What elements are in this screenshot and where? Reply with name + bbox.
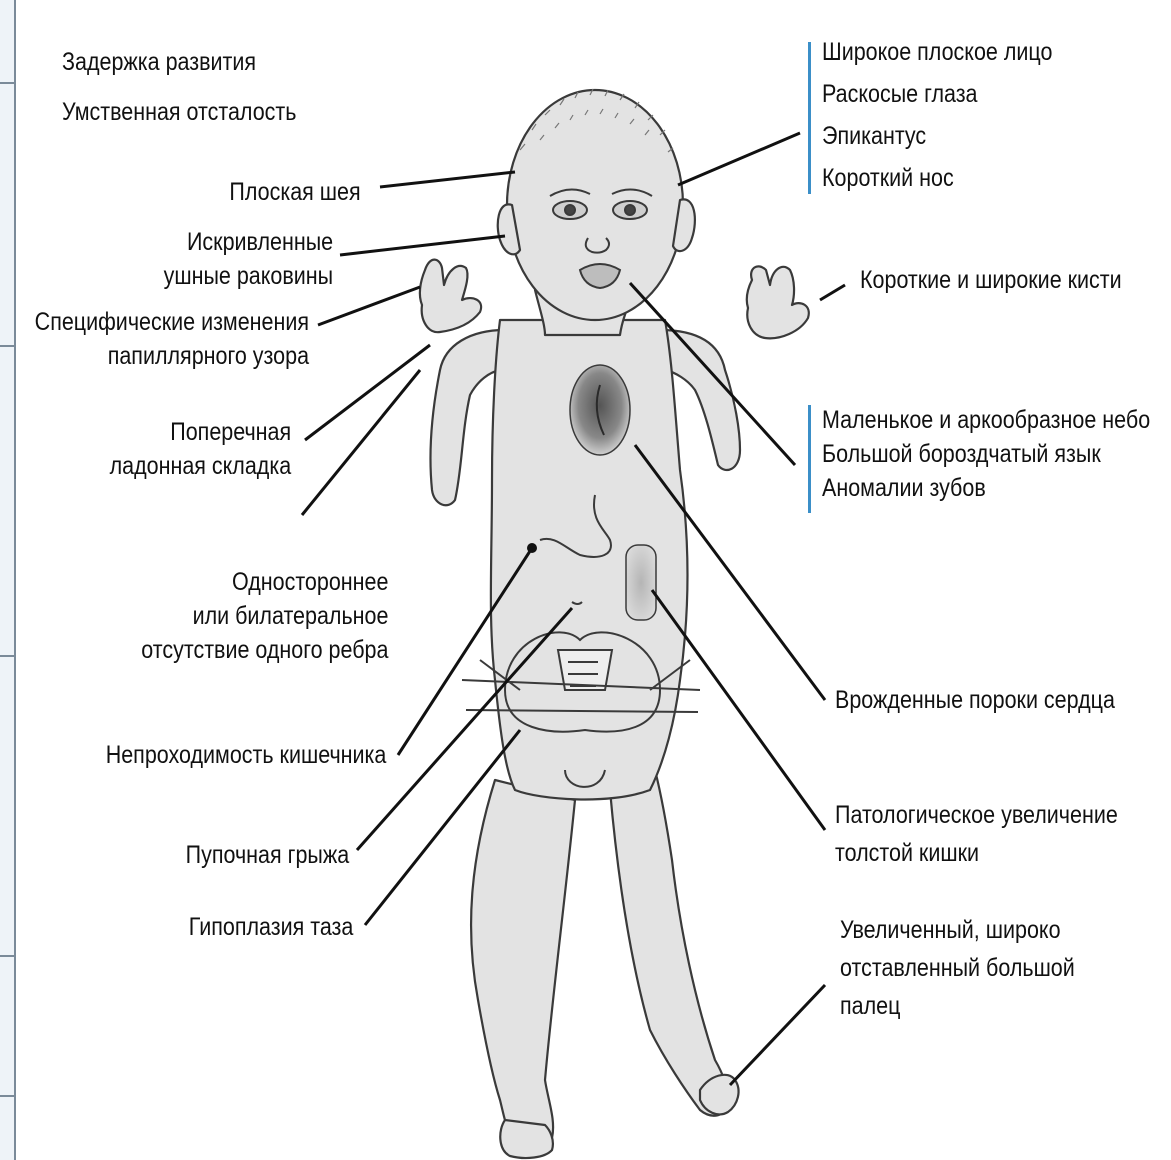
leader-toe — [730, 985, 825, 1085]
left-hand — [420, 260, 481, 333]
label-rib-line3: отсутствие одного ребра — [141, 633, 388, 667]
leader-face — [678, 133, 800, 185]
label-delay: Задержка развития — [62, 45, 256, 79]
label-flat-neck: Плоская шея — [230, 175, 361, 209]
leader-palm-pattern — [318, 287, 420, 325]
label-pelvis: Гипоплазия таза — [188, 910, 353, 944]
label-heart: Врожденные пороки сердца — [835, 683, 1115, 717]
label-ears: Искривленные ушные раковины — [163, 225, 333, 293]
leader-colon — [652, 590, 825, 830]
label-intestinal: Непроходимость кишечника — [105, 738, 386, 772]
label-mouth-line3: Аномалии зубов — [822, 471, 1150, 505]
label-crease-line2: ладонная складка — [109, 449, 291, 483]
label-palm-pattern: Специфические изменения папиллярного узо… — [35, 305, 309, 373]
infant-body — [420, 90, 809, 1158]
label-colon-line1: Патологическое увеличение — [835, 798, 1118, 832]
label-mouth: Маленькое и аркообразное небо Большой бо… — [822, 403, 1150, 505]
label-colon: Патологическое увеличение толстой кишки — [835, 798, 1118, 870]
label-colon-line2: толстой кишки — [835, 836, 1118, 870]
label-ears-line1: Искривленные — [163, 225, 333, 259]
label-face-line1: Широкое плоское лицо — [822, 35, 1052, 69]
right-leg — [610, 770, 728, 1116]
label-hands: Короткие и широкие кисти — [860, 263, 1122, 297]
label-crease: Поперечная ладонная складка — [109, 415, 291, 483]
label-mouth-line2: Большой бороздчатый язык — [822, 437, 1150, 471]
leader-ears — [340, 236, 505, 255]
label-toe-line3: палец — [840, 989, 1075, 1023]
leader-crease — [305, 345, 430, 440]
label-face-line2: Раскосые глаза — [822, 77, 1052, 111]
label-rib-line2: или билатеральное — [141, 599, 388, 633]
label-face-line3: Эпикантус — [822, 119, 1052, 153]
label-rib-line1: Одностороннее — [141, 565, 388, 599]
label-face-line4: Короткий нос — [822, 161, 1052, 195]
left-leg — [471, 780, 575, 1150]
label-hernia: Пупочная грыжа — [185, 838, 349, 872]
heart — [570, 365, 630, 455]
leader-crease-2 — [302, 370, 420, 515]
leader-hands — [820, 285, 845, 300]
label-retardation: Умственная отсталость — [62, 95, 296, 129]
label-palm-pattern-line2: папиллярного узора — [35, 339, 309, 373]
mouth-group-bar — [808, 405, 811, 513]
label-mouth-line1: Маленькое и аркообразное небо — [822, 403, 1150, 437]
label-toe: Увеличенный, широко отставленный большой… — [840, 913, 1075, 1023]
label-face: Широкое плоское лицо Раскосые глаза Эпик… — [822, 35, 1052, 195]
colon — [626, 545, 656, 620]
left-foot — [500, 1120, 553, 1158]
label-rib: Одностороннее или билатеральное отсутств… — [141, 565, 388, 667]
label-palm-pattern-line1: Специфические изменения — [35, 305, 309, 339]
leader-flat-neck — [380, 172, 515, 187]
face-group-bar — [808, 42, 811, 194]
label-crease-line1: Поперечная — [109, 415, 291, 449]
label-toe-line2: отставленный большой — [840, 951, 1075, 985]
label-toe-line1: Увеличенный, широко — [840, 913, 1075, 947]
label-ears-line2: ушные раковины — [163, 259, 333, 293]
right-hand — [747, 266, 809, 338]
